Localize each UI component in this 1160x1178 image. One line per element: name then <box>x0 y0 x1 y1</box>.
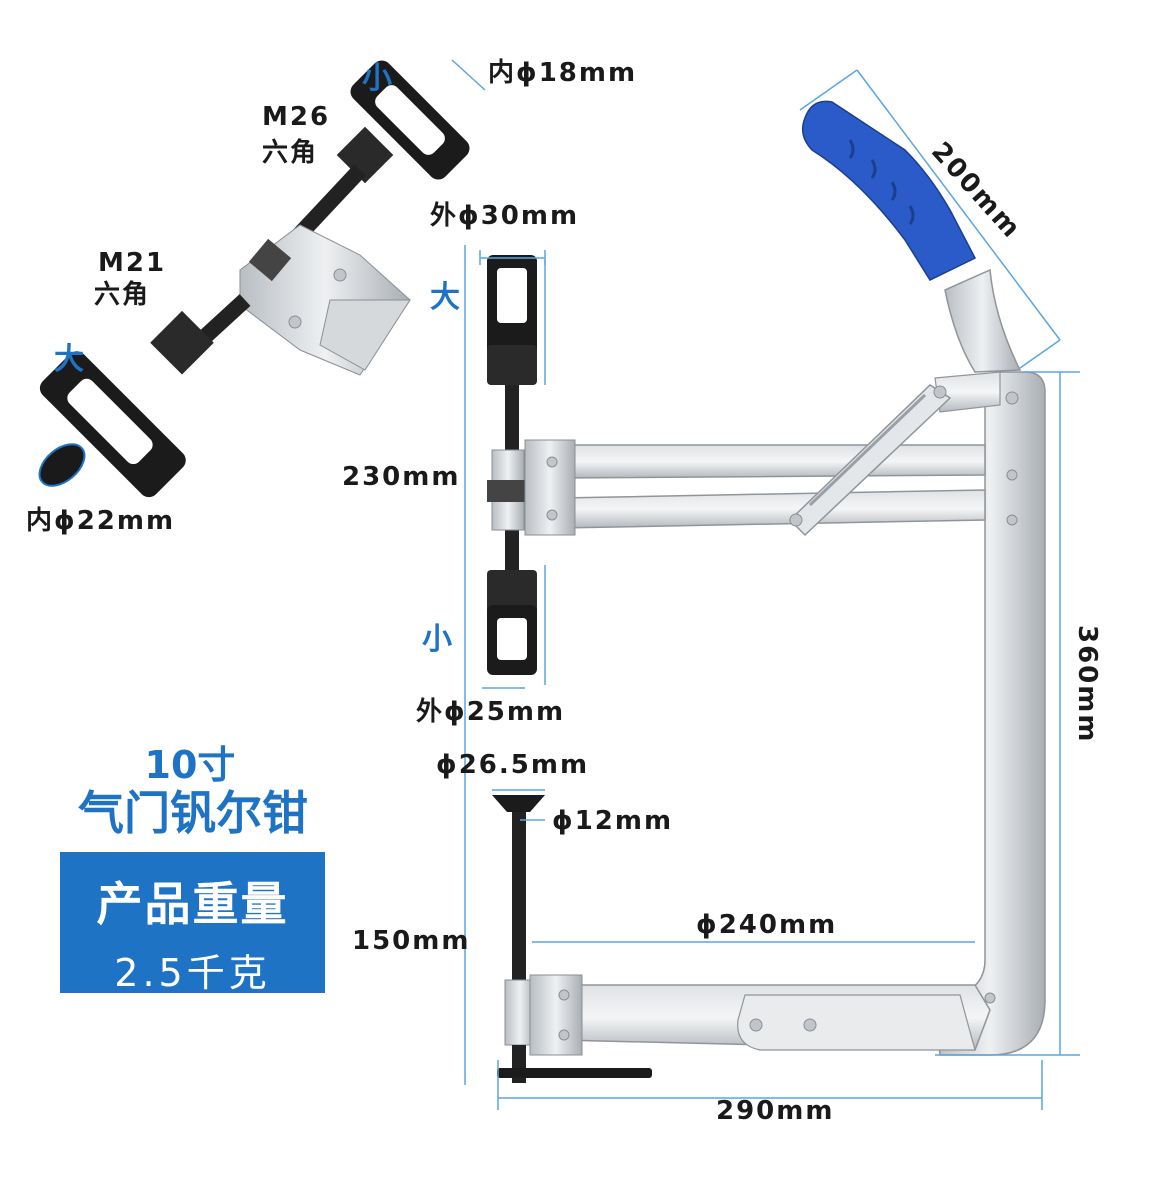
handle-grip <box>801 100 977 281</box>
d26-5-label: ϕ26.5mm <box>436 750 590 780</box>
d12-label: ϕ12mm <box>552 806 674 836</box>
h150-label: 150mm <box>352 926 471 956</box>
weight-value: 2.5千克 <box>114 951 271 995</box>
h230-label: 230mm <box>342 462 461 492</box>
upper-screw-assembly <box>487 255 576 675</box>
weight-box: 产品重量 2.5千克 <box>60 852 325 995</box>
inner-18-label: 内ϕ18mm <box>488 58 638 88</box>
hex-bottom-label: 六角 <box>94 280 151 310</box>
adapter-exploded-view <box>38 60 470 498</box>
outer-30-label: 外ϕ30mm <box>430 201 580 231</box>
w290-label: 290mm <box>716 1096 835 1126</box>
large-left-label: 大 <box>54 342 86 377</box>
lower-screw-assembly <box>492 795 652 1083</box>
dimension-lines <box>451 59 1080 1110</box>
m26-label: M26 <box>262 102 331 132</box>
hex-top-label: 六角 <box>262 138 319 168</box>
h360-label: 360mm <box>1072 625 1102 744</box>
large-mid-label: 大 <box>430 280 462 315</box>
outer-25-label: 外ϕ25mm <box>416 697 566 727</box>
small-mid-label: 小 <box>422 622 454 657</box>
product-name: 气门钒尔钳 <box>78 786 308 840</box>
product-size: 10寸 <box>144 743 236 787</box>
small-top-label: 小 <box>362 61 394 96</box>
weight-label: 产品重量 <box>96 877 289 931</box>
d240-label: ϕ240mm <box>696 910 838 940</box>
m21-label: M21 <box>98 248 167 278</box>
inner-22-label: 内ϕ22mm <box>26 506 176 536</box>
